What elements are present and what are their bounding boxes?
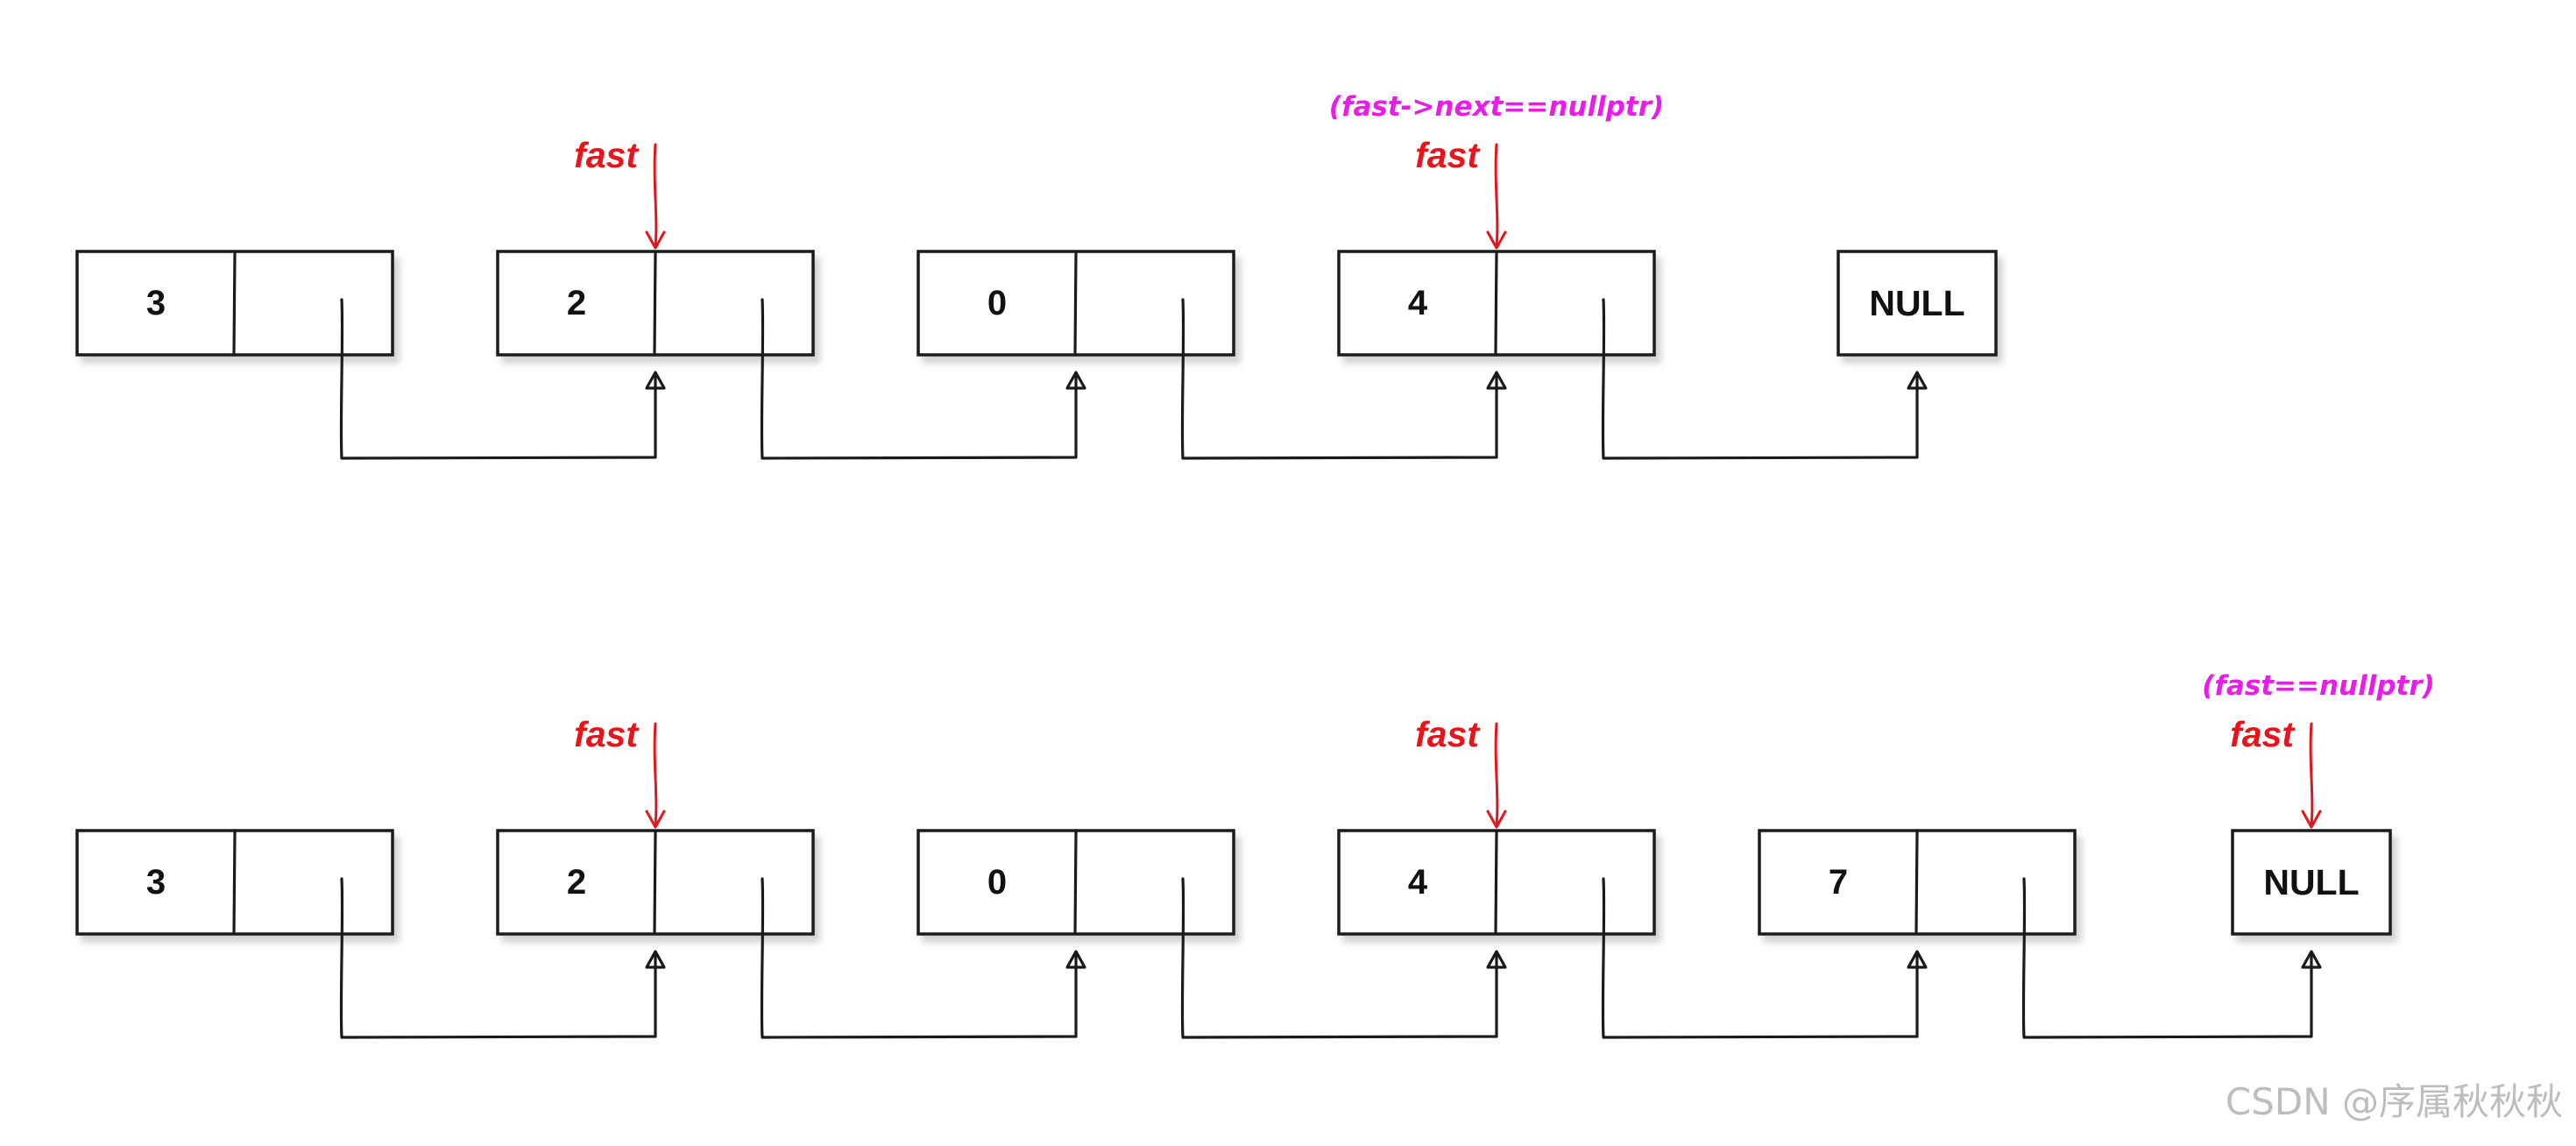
node-value: 0 — [987, 284, 1007, 322]
node-divider — [1073, 831, 1078, 934]
next-link — [2021, 877, 2313, 1039]
link-arrowhead — [1486, 371, 1507, 390]
list-node: 3 — [75, 829, 394, 936]
fast-pointer-line — [653, 722, 658, 827]
node-value: 7 — [1829, 863, 1848, 902]
fast-pointer: fast — [1415, 135, 1507, 250]
null-label: NULL — [2263, 862, 2359, 902]
link-arrowhead — [2301, 950, 2322, 969]
node-divider — [1073, 251, 1078, 355]
node-divider — [1914, 831, 1919, 934]
list-node: 2 — [496, 829, 815, 936]
fast-pointer: fast — [574, 714, 666, 829]
link-arrowhead — [1065, 950, 1086, 969]
fast-pointer-line — [2309, 722, 2314, 827]
fast-pointer-arrowhead — [1486, 810, 1507, 829]
next-link — [760, 877, 1078, 1039]
watermark-text: CSDN @序属秋秋秋 — [2226, 1080, 2563, 1123]
list-node: 2 — [496, 250, 815, 357]
next-link — [1601, 877, 1919, 1039]
node-value: 4 — [1408, 863, 1428, 902]
fast-pointer: fast — [574, 135, 666, 250]
null-node: NULL — [1836, 250, 1998, 357]
next-link — [339, 298, 657, 460]
fast-pointer-line — [1494, 143, 1499, 248]
node-value: 3 — [146, 284, 166, 322]
loop-exit-condition: (fast->next==nullptr) — [1329, 91, 1664, 123]
null-box — [2231, 829, 2392, 936]
node-divider — [1494, 831, 1498, 934]
node-divider — [232, 831, 237, 934]
node-value: 2 — [567, 863, 586, 902]
next-link — [760, 298, 1078, 460]
link-arrowhead — [1907, 950, 1928, 969]
fast-pointer-arrowhead — [645, 810, 666, 829]
linked-list-row-1: 3 2 0 4 NULL fast fast (fast->next==nullptr) — [75, 91, 1998, 460]
fast-pointer-label: fast — [574, 714, 640, 754]
fast-pointer-label: fast — [1415, 135, 1481, 175]
node-value: 0 — [987, 863, 1007, 902]
list-node: 0 — [916, 250, 1235, 357]
link-arrowhead — [645, 371, 666, 390]
fast-pointer-line — [653, 143, 658, 248]
node-value: 2 — [567, 284, 586, 322]
next-link — [1601, 298, 1919, 460]
fast-pointer-label: fast — [1415, 714, 1481, 754]
linked-list-row-2: 3 2 0 4 7 NULL fast fast fast (fast==nullptr) — [75, 670, 2435, 1039]
fast-pointer: fast — [2230, 714, 2322, 829]
null-node: NULL — [2231, 829, 2392, 936]
node-value: 4 — [1408, 284, 1428, 322]
fast-pointer-label: fast — [574, 135, 640, 175]
next-link — [1180, 298, 1498, 460]
list-node: 4 — [1337, 829, 1656, 936]
fast-pointer-arrowhead — [645, 230, 666, 250]
fast-pointer-arrowhead — [1486, 230, 1507, 250]
fast-pointer-line — [1494, 722, 1499, 827]
list-node: 0 — [916, 829, 1235, 936]
next-link — [1180, 877, 1498, 1039]
list-node: 3 — [75, 250, 394, 357]
null-box — [1836, 250, 1998, 357]
fast-pointer-arrowhead — [2301, 810, 2322, 829]
node-divider — [232, 251, 237, 355]
link-arrowhead — [1065, 371, 1086, 390]
node-divider — [1494, 251, 1498, 355]
null-label: NULL — [1869, 283, 1964, 323]
link-arrowhead — [1907, 371, 1928, 390]
fast-pointer-label: fast — [2230, 714, 2296, 754]
list-node: 4 — [1337, 250, 1656, 357]
node-value: 3 — [146, 863, 166, 902]
loop-exit-condition: (fast==nullptr) — [2202, 670, 2435, 702]
link-arrowhead — [645, 950, 666, 969]
list-node: 7 — [1758, 829, 2077, 936]
link-arrowhead — [1486, 950, 1507, 969]
fast-pointer: fast — [1415, 714, 1507, 829]
next-link — [339, 877, 657, 1039]
